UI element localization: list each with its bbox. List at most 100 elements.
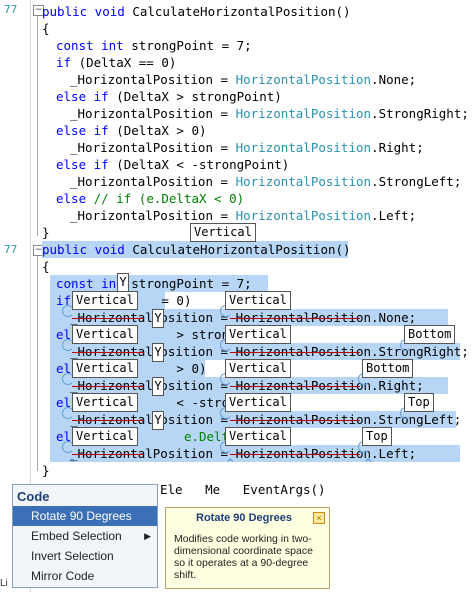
code-line[interactable]: const int strongPoint = 7; — [56, 37, 252, 54]
code-line[interactable]: else if (DeltaX > strongPoint) — [56, 88, 282, 105]
rotate-arrow-icon — [62, 407, 74, 419]
code-token: = 0) — [161, 293, 192, 308]
tooltip-body: Modifies code working in two-dimensional… — [174, 533, 313, 581]
strike-mark — [72, 318, 144, 319]
replacement-tip: Vertical — [225, 359, 291, 378]
replacement-tip: Vertical — [72, 427, 138, 446]
replacement-tip: Y — [152, 411, 164, 430]
menu-item-embed-selection[interactable]: Embed Selection▶ — [13, 526, 157, 546]
code-line[interactable]: _HorizontalPosition = HorizontalPosition… — [70, 139, 424, 156]
menu-item-label: Mirror Code — [31, 569, 95, 583]
replacement-tip: Vertical — [225, 291, 291, 310]
gutter-divider — [30, 0, 31, 592]
replacement-tip: Vertical — [225, 427, 291, 446]
code-line[interactable]: else // if (e.DeltaX < 0) — [56, 190, 244, 207]
code-token: if — [56, 293, 72, 308]
strike-mark — [230, 454, 360, 455]
replacement-tip: Y — [117, 273, 129, 292]
menu-item-invert-selection[interactable]: Invert Selection — [13, 546, 157, 566]
replacement-tip: Vertical — [72, 393, 138, 412]
replacement-tip: Y — [152, 377, 164, 396]
code-line[interactable]: { — [42, 20, 50, 37]
code-line[interactable]: else if (DeltaX < -strongPoint) — [56, 156, 289, 173]
strike-mark — [72, 420, 144, 421]
code-token: } — [42, 225, 50, 240]
replacement-tip: Top — [404, 393, 434, 412]
strike-mark — [230, 386, 360, 387]
code-token: public void — [42, 4, 133, 19]
code-line[interactable]: } — [42, 224, 50, 241]
selection-highlight — [50, 309, 448, 326]
code-line[interactable]: } — [42, 463, 50, 478]
code-token: else — [56, 123, 94, 138]
command-description-tooltip: Rotate 90 Degrees × Modifies code workin… — [165, 507, 330, 589]
tooltip-title: Rotate 90 Degrees — [196, 512, 292, 524]
code-line[interactable]: if (DeltaX == 0) — [56, 54, 176, 71]
selection-highlight — [50, 377, 448, 394]
code-line[interactable]: _HorizontalPosition = HorizontalPosition… — [70, 105, 469, 122]
code-token: strongPoint = 7; — [131, 38, 252, 53]
code-line[interactable]: else if (DeltaX > 0) — [56, 122, 207, 139]
code-line[interactable]: _HorizontalPosition = HorizontalPosition… — [70, 71, 416, 88]
code-line[interactable]: const int strongPoint = 7; — [56, 275, 252, 292]
code-token: else — [56, 191, 94, 206]
code-token: public void — [42, 242, 133, 257]
menu-item-label: Invert Selection — [31, 549, 114, 563]
code-token: CalculateHorizontalPosition() — [132, 4, 351, 19]
strike-mark — [72, 386, 144, 387]
code-line[interactable]: _HorizontalPosition = HorizontalPosition… — [70, 446, 417, 461]
code-token: _HorizontalPosition = — [70, 174, 236, 189]
code-token: if — [93, 123, 117, 138]
rotate-arrow-icon — [62, 339, 74, 351]
code-token: const int — [56, 38, 132, 53]
caret-icon: ^ — [226, 458, 235, 469]
code-token: if — [93, 157, 117, 172]
code-line[interactable]: _HorizontalPosition = HorizontalPosition… — [70, 310, 417, 325]
replacement-tip: Vertical — [225, 325, 291, 344]
strike-mark — [72, 352, 144, 353]
replacement-tip: Top — [362, 427, 392, 446]
code-token: .StrongLeft; — [371, 174, 462, 189]
code-token: _HorizontalPosition = — [70, 140, 236, 155]
code-line[interactable]: _HorizontalPosition = HorizontalPosition… — [70, 378, 424, 393]
close-icon[interactable]: × — [313, 512, 325, 524]
code-token: (DeltaX == 0) — [78, 55, 177, 70]
code-token: else — [56, 89, 94, 104]
menu-item-rotate-90[interactable]: Rotate 90 Degrees — [13, 506, 157, 526]
code-token: HorizontalPosition — [235, 174, 372, 189]
replacement-tip: Y — [152, 343, 164, 362]
menu-item-mirror-code[interactable]: Mirror Code — [13, 566, 157, 586]
code-token: const int — [56, 276, 124, 291]
submenu-arrow-icon: ▶ — [144, 531, 151, 541]
code-line[interactable]: public void CalculateHorizontalPosition(… — [42, 241, 351, 258]
code-line[interactable]: _HorizontalPosition = HorizontalPosition… — [70, 173, 461, 190]
caret-icon: ^ — [68, 281, 77, 292]
code-line[interactable]: { — [42, 259, 50, 274]
selection-highlight — [42, 241, 348, 258]
code-token: (DeltaX > strongPoint) — [116, 89, 282, 104]
code-token: HorizontalPosition — [235, 140, 372, 155]
code-token: HorizontalPosition — [235, 208, 372, 223]
strike-mark — [72, 454, 144, 455]
code-line[interactable]: public void CalculateHorizontalPosition(… — [42, 3, 351, 20]
code-token: else — [56, 157, 94, 172]
strike-mark — [230, 420, 360, 421]
selection-highlight — [50, 411, 456, 428]
replacement-tip: Bottom — [362, 359, 414, 378]
replacement-tip: Bottom — [404, 325, 456, 344]
code-token: > 0) — [176, 361, 207, 376]
code-token: (DeltaX > 0) — [116, 123, 207, 138]
code-line[interactable]: if = 0) — [56, 292, 191, 309]
code-token: _HorizontalPosition = — [70, 106, 236, 121]
rotate-arrow-icon — [62, 305, 74, 317]
menu-title: Code — [17, 489, 50, 504]
code-token: .None; — [371, 72, 417, 87]
status-bar-text: Li — [0, 578, 8, 589]
collapse-toggle-icon[interactable]: − — [33, 5, 44, 16]
code-line[interactable]: Ele Me EventArgs() — [160, 482, 326, 497]
code-token: if — [93, 89, 117, 104]
replacement-tip: Y — [152, 309, 164, 328]
strike-mark — [230, 318, 360, 319]
code-line[interactable]: _HorizontalPosition = HorizontalPosition… — [70, 207, 416, 224]
